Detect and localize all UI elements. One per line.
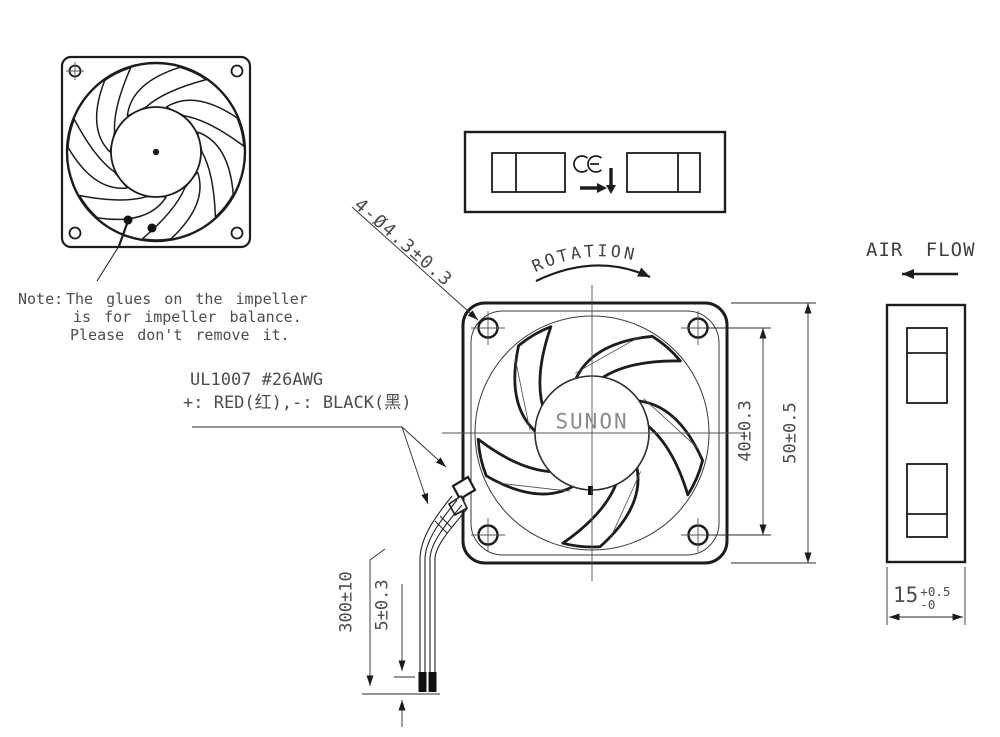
wire-spec-line-2: +: RED(红),-: BLACK(黑) bbox=[183, 393, 412, 413]
depth-dimension: 15 +0.5 -0 bbox=[893, 583, 951, 613]
wire-strain-relief bbox=[447, 494, 469, 517]
rotation-arrow-icon bbox=[535, 264, 651, 282]
depth-value: 15 bbox=[893, 583, 919, 607]
main-front-view bbox=[447, 301, 729, 565]
depth-tolerance-minus: -0 bbox=[920, 597, 936, 613]
note-prefix: Note: bbox=[18, 290, 64, 308]
wire-leads bbox=[418, 495, 468, 692]
rear-fan-view bbox=[60, 55, 252, 282]
air-flow-label: AIR FLOW bbox=[866, 239, 976, 261]
hole-pitch-dimension: 40±0.3 bbox=[735, 400, 756, 462]
wire-strain-relief bbox=[451, 475, 477, 501]
dimension-lines bbox=[192, 206, 966, 727]
balance-glue-dot bbox=[123, 215, 133, 225]
note-line-2: is for impeller balance. bbox=[73, 308, 302, 326]
svg-text:ROTATION: ROTATION bbox=[529, 241, 639, 276]
wire-spec-line-1: UL1007 #26AWG bbox=[190, 370, 324, 390]
top-side-view bbox=[463, 130, 727, 214]
frame-width-dimension: 50±0.5 bbox=[780, 402, 801, 464]
lead-length-dimension: 300±10 bbox=[336, 571, 357, 633]
brand-label: SUNON bbox=[555, 409, 629, 434]
hub-center-dot bbox=[152, 148, 160, 156]
rotation-indicator: ROTATION bbox=[529, 241, 651, 282]
stripped-wire-tip bbox=[428, 672, 437, 692]
strip-length-dimension: 5±0.3 bbox=[372, 579, 393, 631]
rotation-label: ROTATION bbox=[529, 241, 636, 276]
rear-impeller-blades bbox=[67, 66, 245, 241]
ce-right-arrow-icon bbox=[580, 183, 607, 193]
right-side-view bbox=[885, 269, 967, 564]
ce-down-arrow-icon bbox=[606, 168, 616, 194]
balance-glue-dot bbox=[147, 223, 157, 233]
note-line-3: Please don't remove it. bbox=[70, 326, 290, 344]
ce-mark-icon bbox=[573, 155, 602, 173]
hub-balance-mark bbox=[588, 486, 593, 495]
depth-tolerance-plus: +0.5 bbox=[920, 584, 951, 599]
glue-leader-line bbox=[117, 220, 130, 247]
stripped-wire-tip bbox=[418, 672, 427, 692]
note-line-1: The glues on the impeller bbox=[66, 290, 308, 308]
glue-leader-line bbox=[96, 245, 120, 282]
